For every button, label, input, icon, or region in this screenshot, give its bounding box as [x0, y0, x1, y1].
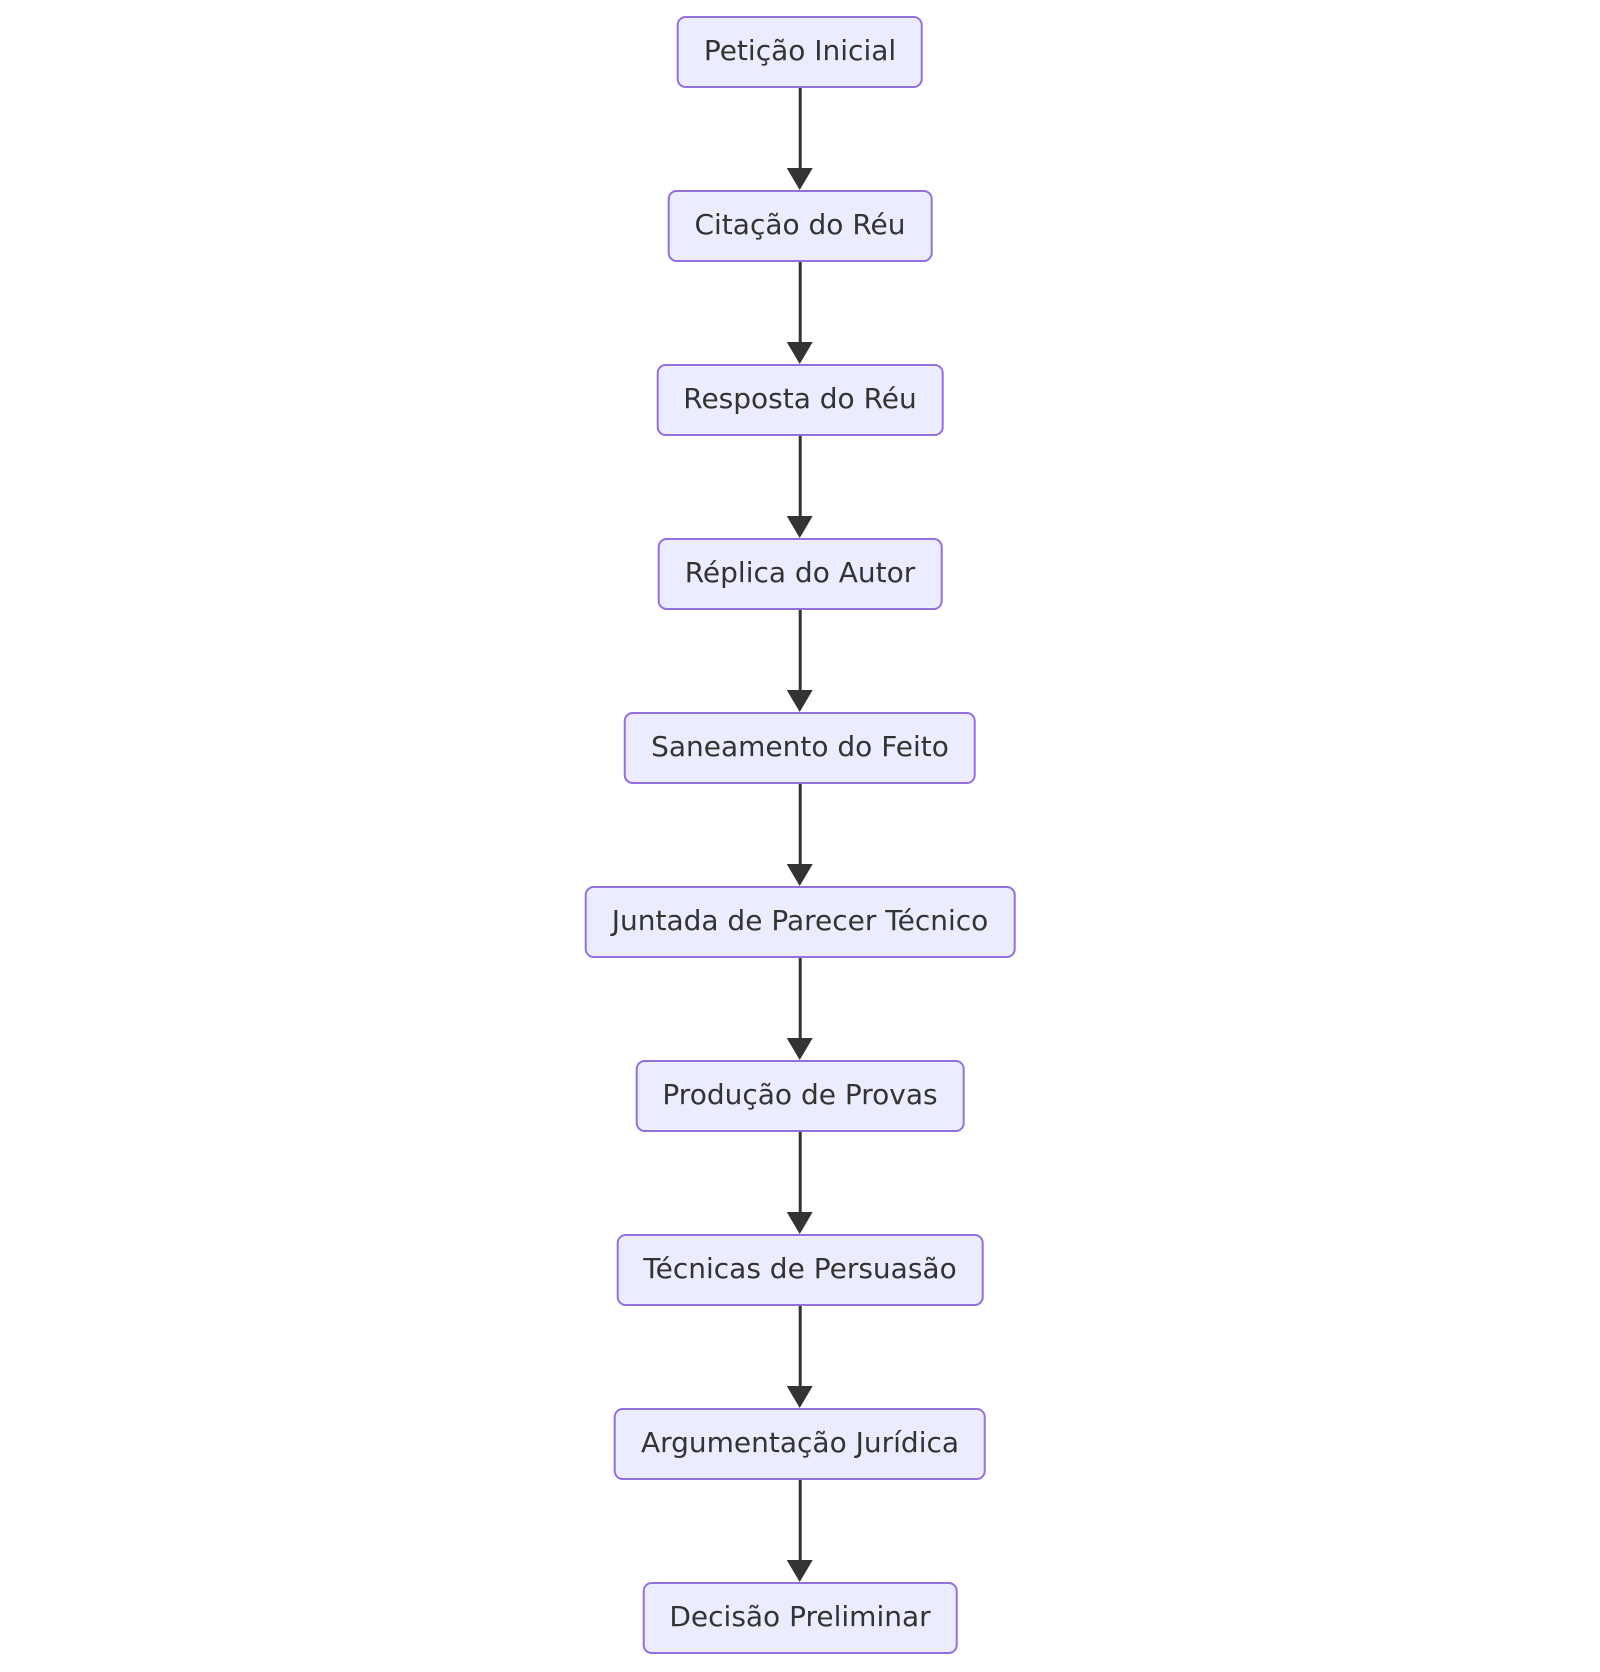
node-label: Argumentação Jurídica — [640, 1425, 960, 1459]
arrow-line — [798, 958, 802, 1038]
arrow-line — [798, 88, 802, 168]
flow-node-decisao-preliminar: Decisão Preliminar — [642, 1582, 958, 1654]
arrow-head-icon — [786, 168, 813, 190]
arrow-line — [798, 784, 802, 864]
edge-arrow — [786, 262, 814, 364]
arrow-line — [798, 1306, 802, 1386]
edge-arrow — [786, 958, 814, 1060]
flow-node-producao-de-provas: Produção de Provas — [635, 1060, 965, 1132]
flow-node-saneamento-do-feito: Saneamento do Feito — [624, 712, 976, 784]
arrow-line — [798, 1480, 802, 1560]
flow-node-resposta-do-reu: Resposta do Réu — [656, 364, 944, 436]
flow-node-argumentacao-juridica: Argumentação Jurídica — [613, 1408, 987, 1480]
edge-arrow — [786, 1306, 814, 1408]
node-label: Decisão Preliminar — [669, 1599, 931, 1633]
node-label: Citação do Réu — [694, 207, 906, 241]
arrow-head-icon — [786, 342, 813, 364]
flow-node-tecnicas-de-persuasao: Técnicas de Persuasão — [616, 1234, 984, 1306]
edge-arrow — [786, 610, 814, 712]
flow-node-replica-do-autor: Réplica do Autor — [657, 538, 943, 610]
node-label: Petição Inicial — [703, 33, 897, 67]
node-label: Produção de Provas — [662, 1077, 938, 1111]
flow-node-peticao-inicial: Petição Inicial — [676, 16, 924, 88]
arrow-head-icon — [786, 1386, 813, 1408]
arrow-head-icon — [786, 516, 813, 538]
arrow-head-icon — [786, 1038, 813, 1060]
node-label: Técnicas de Persuasão — [643, 1251, 957, 1285]
flow-node-juntada-de-parecer-tecnico: Juntada de Parecer Técnico — [584, 886, 1016, 958]
arrow-head-icon — [786, 1212, 813, 1234]
node-label: Saneamento do Feito — [651, 729, 949, 763]
node-label: Réplica do Autor — [684, 555, 916, 589]
arrow-line — [798, 436, 802, 516]
flow-node-citacao-do-reu: Citação do Réu — [667, 190, 933, 262]
node-label: Resposta do Réu — [683, 381, 917, 415]
arrow-line — [798, 262, 802, 342]
arrow-line — [798, 610, 802, 690]
node-label: Juntada de Parecer Técnico — [611, 903, 989, 937]
arrow-head-icon — [786, 1560, 813, 1582]
flowchart: Petição Inicial Citação do Réu Resposta … — [584, 16, 1016, 1654]
edge-arrow — [786, 88, 814, 190]
arrow-head-icon — [786, 690, 813, 712]
edge-arrow — [786, 1480, 814, 1582]
edge-arrow — [786, 784, 814, 886]
arrow-head-icon — [786, 864, 813, 886]
edge-arrow — [786, 1132, 814, 1234]
arrow-line — [798, 1132, 802, 1212]
edge-arrow — [786, 436, 814, 538]
